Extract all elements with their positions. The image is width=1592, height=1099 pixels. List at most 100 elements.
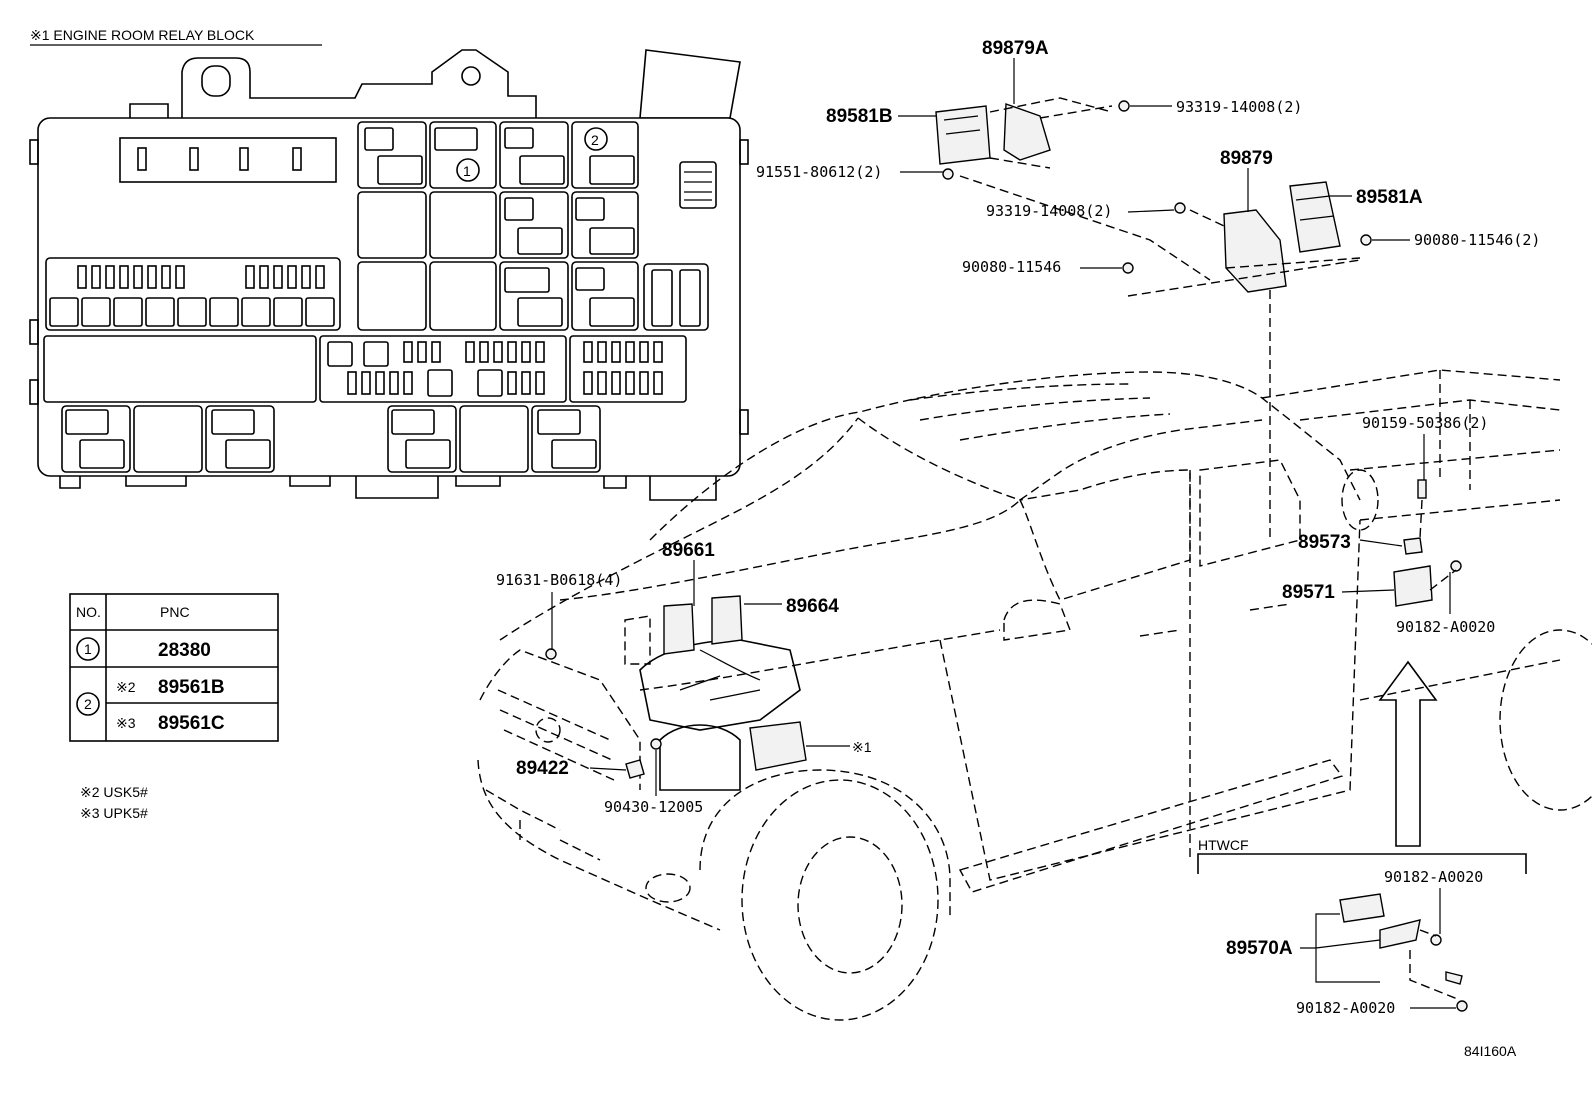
front-wheel-arch (699, 769, 951, 920)
callout-relay-block-ref: ※1 (852, 739, 872, 755)
relay-block-body (37, 117, 741, 477)
lower-fuse-panel-right (569, 335, 687, 403)
right-side-parts (1197, 479, 1527, 1012)
sensor-89570A-body (1379, 919, 1421, 949)
module-89581B (935, 105, 991, 165)
label-90080-11546: 90080-11546 (962, 258, 1061, 276)
emblem (535, 717, 561, 743)
maxi-fuse-row (49, 297, 335, 327)
vent-slats (684, 171, 712, 201)
link-line-3 (1419, 499, 1457, 591)
mini-fuse-row (77, 265, 325, 289)
side-clip (29, 379, 39, 405)
label-90080-11546-2: 90080-11546(2) (1414, 231, 1540, 249)
module-89581A (1289, 181, 1341, 253)
door-lower (939, 519, 1361, 881)
nut-90182-b (1430, 934, 1442, 946)
rear-wheel (1499, 629, 1592, 811)
roof-ribs (909, 383, 1171, 441)
label-90430-12005: 90430-12005 (604, 798, 703, 816)
ecu-89661 (663, 603, 695, 655)
row2-no-circle (76, 692, 100, 716)
bus-bar-cover (43, 335, 317, 403)
front-window (1018, 469, 1191, 601)
bolt-90159 (1417, 479, 1427, 499)
bolt-91631 (545, 648, 557, 660)
lower-fuse-slots (327, 341, 663, 397)
side-mirror (1003, 599, 1071, 641)
label-91551-80612: 91551-80612(2) (756, 163, 882, 181)
truck-illustration (477, 369, 1592, 1021)
fog-lamp (645, 873, 691, 903)
grille-outline (479, 649, 641, 790)
side-clip (29, 139, 39, 165)
side-clip (739, 409, 749, 435)
grille-bars (497, 689, 615, 781)
bolt-93319a (1118, 100, 1130, 112)
lower-fuse-panel (319, 335, 567, 403)
ecu-mount-outline (624, 615, 651, 665)
fuse-strip (119, 137, 337, 183)
label-89422: 89422 (516, 758, 569, 779)
relay-block-top-housing (181, 49, 537, 118)
link-line-4 (1409, 929, 1461, 1001)
label-89661: 89661 (662, 540, 715, 561)
side-clip (739, 139, 749, 165)
label-89879A: 89879A (982, 38, 1049, 59)
hood-edge (559, 499, 1021, 601)
row2-no: 2 (84, 696, 92, 712)
bolt-90430 (650, 738, 662, 750)
label-89573: 89573 (1298, 532, 1351, 553)
label-89571: 89571 (1282, 582, 1335, 603)
bolt-93319b (1174, 202, 1186, 214)
leader-lines (551, 58, 1456, 1009)
sensor-89570A-top (1339, 893, 1385, 923)
row3-note: ※3 (116, 715, 136, 731)
bracket-89573 (1403, 537, 1423, 555)
fuel-door (1341, 469, 1379, 531)
note-upk5: ※3 UPK5# (80, 805, 148, 821)
windshield-top (857, 417, 1263, 501)
marker-2-label: 2 (591, 132, 599, 148)
cover-tab (639, 49, 741, 119)
label-91631-B0618: 91631-B0618(4) (496, 571, 622, 589)
col-pnc-header: PNC (160, 604, 190, 620)
engine-block (659, 724, 741, 791)
label-90182-A0020-c: 90182-A0020 (1296, 999, 1395, 1017)
nut-90182-c (1456, 1000, 1468, 1012)
bracket-89664 (711, 595, 743, 645)
mount-hole (461, 66, 481, 86)
front-rim (797, 836, 903, 974)
bottom-relays (61, 405, 601, 473)
engine-room-relay-block: ※1 ENGINE ROOM RELAY BLOCK (29, 27, 749, 501)
label-93319-14008-a: 93319-14008(2) (1176, 98, 1302, 116)
side-clip (29, 319, 39, 345)
rear-window (1199, 459, 1301, 567)
row1-no: 1 (84, 641, 92, 657)
marker-2-circle (584, 127, 608, 151)
note-usk5: ※2 USK5# (80, 784, 148, 800)
top-right-assembly (935, 97, 1372, 540)
label-90182-A0020-b: 90182-A0020 (1384, 868, 1483, 886)
front-bumper (477, 759, 721, 931)
link-line-2 (1127, 209, 1361, 297)
label-90159-50386: 90159-50386(2) (1362, 414, 1488, 432)
engine-bay (545, 595, 807, 791)
clip-tab (129, 103, 169, 118)
roof-line (649, 371, 1361, 541)
module-89581A-detail (1295, 195, 1335, 221)
label-htwcf: HTWCF (1198, 837, 1249, 853)
label-89664: 89664 (786, 596, 839, 617)
pnc-table: NO. PNC 1 28380 2 ※2 89561B ※3 89561C (69, 593, 279, 742)
part-labels: 89879A 89581B 93319-14008(2) 91551-80612… (496, 38, 1540, 1059)
mini-fuse-panel (45, 257, 341, 331)
bolt-90080 (1122, 262, 1134, 274)
relay-grid (357, 121, 709, 331)
row3-pnc: 89561C (158, 713, 225, 734)
label-93319-14008-b: 93319-14008(2) (986, 202, 1112, 220)
front-tire (741, 779, 939, 1021)
row1-pnc: 28380 (158, 640, 211, 661)
vent (679, 161, 717, 209)
bolt-lower (1445, 971, 1463, 985)
